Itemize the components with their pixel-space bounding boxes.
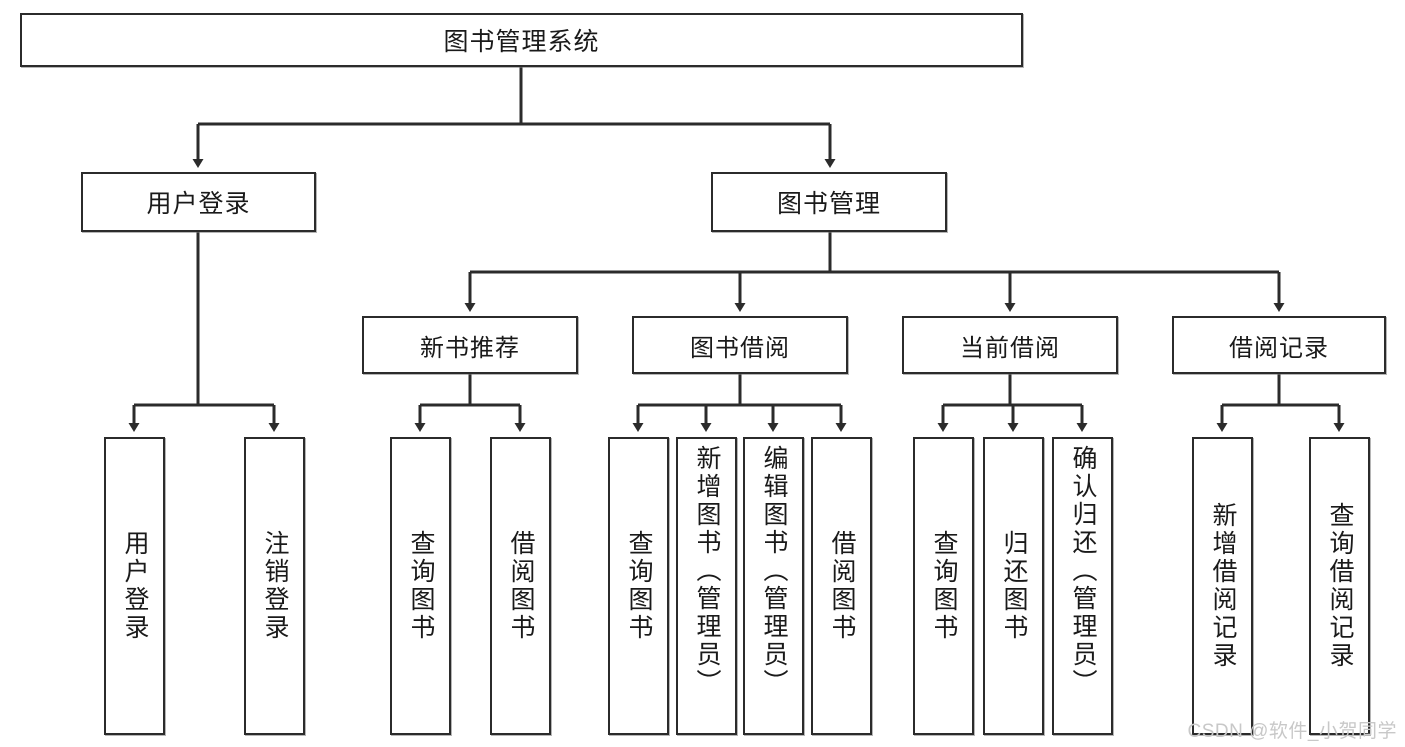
- node-label: 用户登录: [146, 190, 251, 218]
- leaf-text-wrap: 注销登录: [246, 439, 303, 733]
- leaf-add-book-admin[interactable]: 新增图书（管理员）: [676, 437, 737, 735]
- node-label: 归还图书: [1000, 530, 1028, 642]
- node-borrow-record[interactable]: 借阅记录: [1172, 316, 1386, 374]
- node-label: 查询图书: [930, 530, 958, 642]
- leaf-edit-book-admin[interactable]: 编辑图书（管理员）: [743, 437, 804, 735]
- node-label: 图书借阅: [690, 334, 790, 362]
- node-label: 查询借阅记录: [1326, 502, 1354, 670]
- leaf-borrow-book[interactable]: 借阅图书: [811, 437, 872, 735]
- node-label: 查询图书: [407, 530, 435, 642]
- leaf-borrow-book-newbook[interactable]: 借阅图书: [490, 437, 551, 735]
- leaf-text-wrap: 用户登录: [106, 439, 163, 733]
- node-book-management[interactable]: 图书管理: [711, 172, 947, 232]
- node-label: 当前借阅: [960, 334, 1060, 362]
- node-label: 借阅图书: [828, 530, 856, 642]
- leaf-query-borrow-record[interactable]: 查询借阅记录: [1309, 437, 1370, 735]
- leaf-text-wrap: 借阅图书: [492, 439, 549, 733]
- leaf-query-book-borrow[interactable]: 查询图书: [608, 437, 669, 735]
- leaf-user-login[interactable]: 用户登录: [104, 437, 165, 735]
- node-label: 图书管理: [776, 190, 881, 218]
- node-label: 借阅记录: [1229, 334, 1329, 362]
- node-label: 用户登录: [121, 530, 149, 642]
- node-label: 注销登录: [261, 530, 289, 642]
- leaf-text-wrap: 查询图书: [392, 439, 449, 733]
- leaf-text-wrap: 借阅图书: [813, 439, 870, 733]
- leaf-text-wrap: 确认归还（管理员）: [1054, 439, 1111, 739]
- leaf-text-wrap: 查询借阅记录: [1311, 439, 1368, 733]
- leaf-query-book-newbook[interactable]: 查询图书: [390, 437, 451, 735]
- node-root-system[interactable]: 图书管理系统: [20, 13, 1023, 67]
- node-label: 确认归还（管理员）: [1069, 445, 1097, 697]
- leaf-text-wrap: 归还图书: [985, 439, 1042, 733]
- csdn-watermark: CSDN @软件_小贺同学: [1187, 721, 1397, 742]
- leaf-text-wrap: 新增图书（管理员）: [678, 439, 735, 739]
- node-new-book-recommend[interactable]: 新书推荐: [362, 316, 578, 374]
- node-label: 新增借阅记录: [1209, 502, 1237, 670]
- leaf-text-wrap: 查询图书: [915, 439, 972, 733]
- node-label: 借阅图书: [507, 530, 535, 642]
- leaf-add-borrow-record[interactable]: 新增借阅记录: [1192, 437, 1253, 735]
- node-user-login[interactable]: 用户登录: [81, 172, 316, 232]
- leaf-logout-login[interactable]: 注销登录: [244, 437, 305, 735]
- leaf-return-book[interactable]: 归还图书: [983, 437, 1044, 735]
- node-label: 查询图书: [625, 530, 653, 642]
- leaf-text-wrap: 新增借阅记录: [1194, 439, 1251, 733]
- node-label: 新书推荐: [420, 334, 520, 362]
- node-label: 编辑图书（管理员）: [760, 445, 788, 697]
- node-label: 新增图书（管理员）: [693, 445, 721, 697]
- leaf-confirm-return-admin[interactable]: 确认归还（管理员）: [1052, 437, 1113, 735]
- node-label: 图书管理系统: [443, 28, 600, 56]
- node-book-borrow[interactable]: 图书借阅: [632, 316, 848, 374]
- leaf-text-wrap: 查询图书: [610, 439, 667, 733]
- leaf-text-wrap: 编辑图书（管理员）: [745, 439, 802, 739]
- leaf-query-book-current[interactable]: 查询图书: [913, 437, 974, 735]
- node-current-borrow[interactable]: 当前借阅: [902, 316, 1118, 374]
